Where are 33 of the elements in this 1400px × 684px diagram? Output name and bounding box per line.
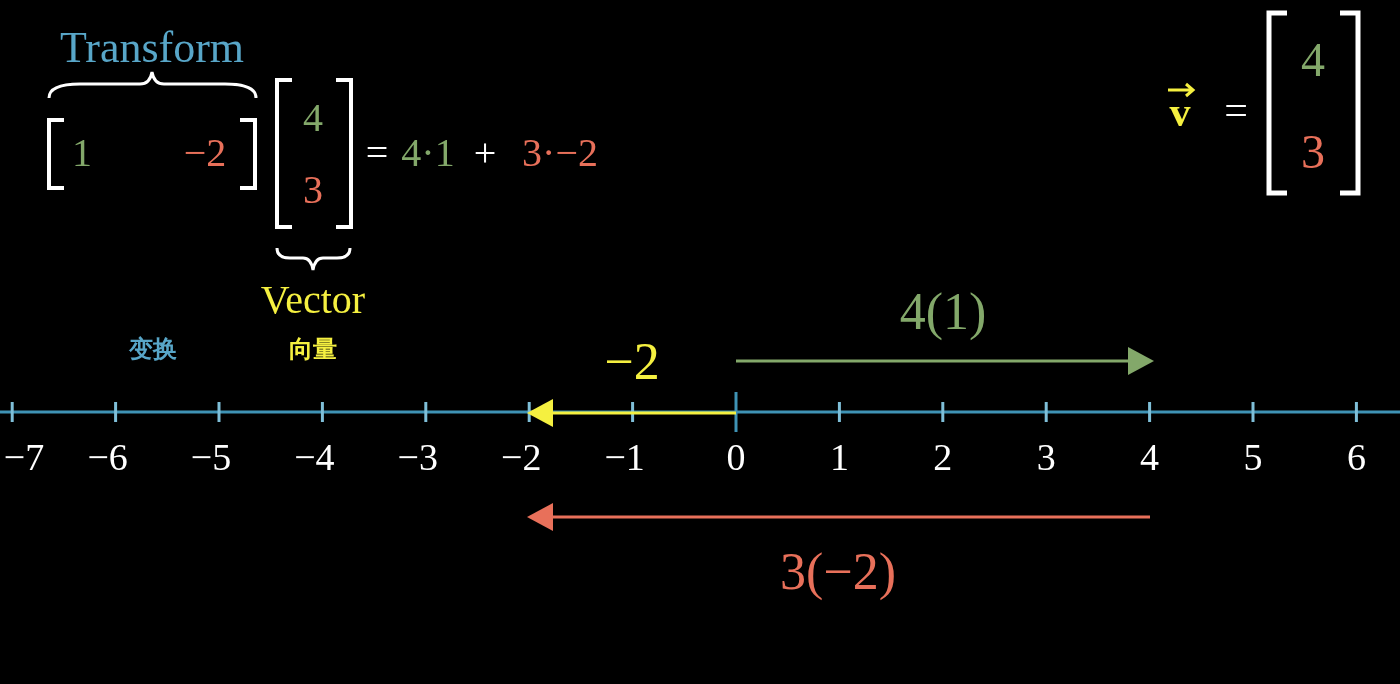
tick-label: −3 bbox=[397, 438, 438, 476]
arrow-label: 4(1) bbox=[899, 286, 987, 338]
tick-label: 2 bbox=[933, 438, 953, 476]
arrow-label: −2 bbox=[604, 336, 660, 388]
tick-label: −5 bbox=[190, 438, 232, 476]
matrix-entry: 1 bbox=[72, 133, 92, 173]
translation-label: 变换 bbox=[129, 337, 177, 361]
tick-label: 1 bbox=[829, 438, 849, 476]
plus-sign: + bbox=[473, 133, 497, 173]
tick-label: 6 bbox=[1346, 438, 1366, 476]
arrow-label: 3(−2) bbox=[780, 546, 896, 598]
equals-sign: = bbox=[365, 133, 389, 173]
vector-entry: 3 bbox=[1301, 128, 1325, 176]
tick-label: 4 bbox=[1140, 438, 1160, 476]
product-term: 4·1 bbox=[401, 133, 455, 173]
product-term: 3·−2 bbox=[522, 133, 598, 173]
tick-label: 0 bbox=[726, 438, 746, 476]
vector-entry: 4 bbox=[303, 98, 323, 138]
tick-label: −6 bbox=[87, 438, 128, 476]
tick-label: −4 bbox=[294, 438, 335, 476]
vector-symbol: v bbox=[1169, 91, 1191, 133]
tick-label: 5 bbox=[1243, 438, 1263, 476]
tick-label: −7 bbox=[3, 438, 45, 476]
tick-label: −1 bbox=[604, 438, 645, 476]
translation-label: 向量 bbox=[289, 337, 337, 361]
tick-label: 3 bbox=[1036, 438, 1056, 476]
vector-entry: 4 bbox=[1301, 36, 1325, 84]
vector-entry: 3 bbox=[303, 170, 323, 210]
heading: Vector bbox=[260, 280, 366, 320]
matrix-entry: −2 bbox=[183, 133, 227, 173]
equals-sign: = bbox=[1224, 89, 1248, 131]
tick-label: −2 bbox=[500, 438, 542, 476]
heading: Transform bbox=[59, 26, 245, 70]
